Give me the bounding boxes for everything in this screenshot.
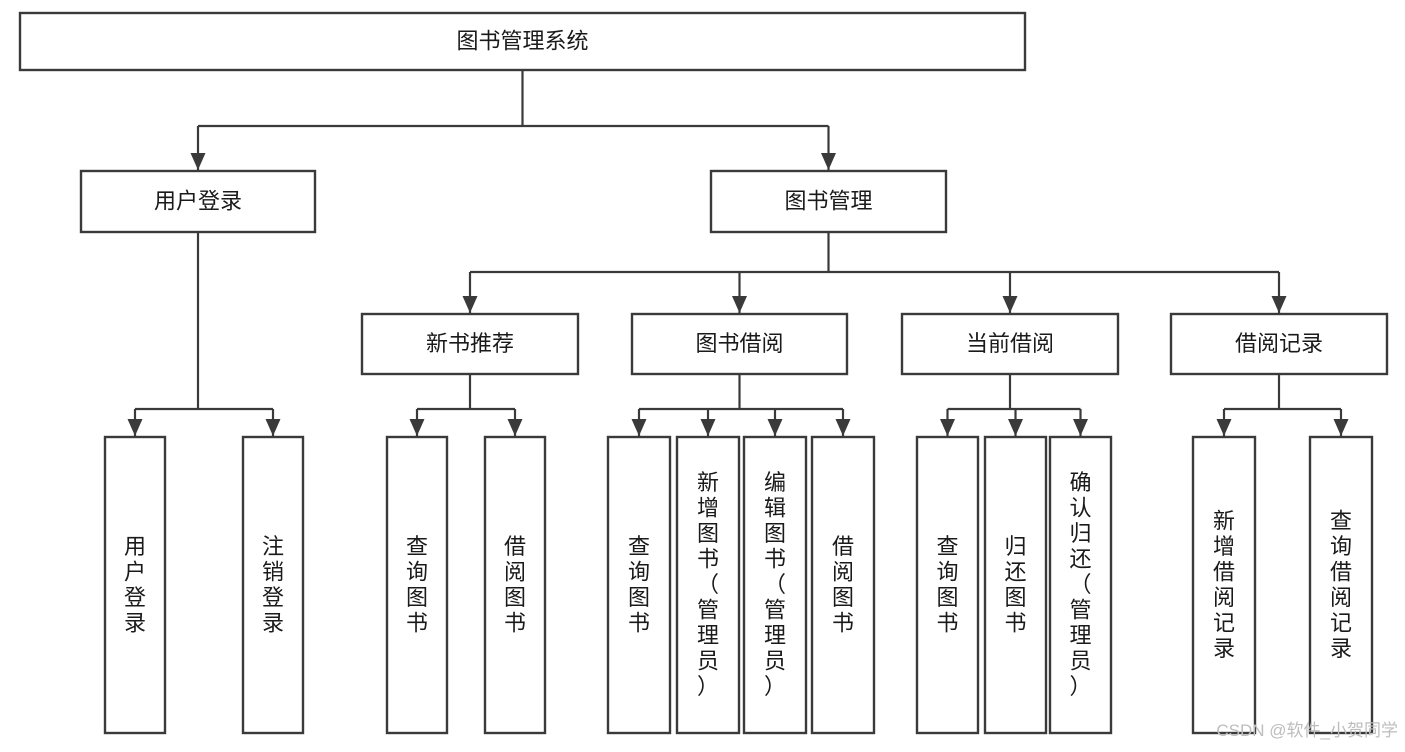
node-label: 借阅记录 (1235, 331, 1323, 356)
arrow-head-icon (1073, 419, 1088, 436)
node-level3-2[interactable]: 当前借阅 (900, 312, 1120, 376)
arrow-head-icon (700, 419, 716, 436)
arrow-head-icon (940, 419, 955, 436)
csdn-watermark: CSDN @软件_小贺同学 (1216, 721, 1398, 740)
node-level3-1[interactable]: 图书借阅 (630, 312, 849, 376)
node-level2-1[interactable]: 图书管理 (709, 169, 948, 234)
node-layer: 图书管理系统用户登录图书管理新书推荐图书借阅当前借阅借阅记录用户登录注销登录查询… (18, 11, 1389, 735)
arrow-head-icon (127, 419, 143, 436)
node-leaf-4[interactable]: 查询图书 (606, 435, 672, 735)
node-root-图书管理系统[interactable]: 图书管理系统 (18, 11, 1027, 72)
node-level2-0[interactable]: 用户登录 (79, 169, 317, 234)
connector-layer (127, 70, 1349, 436)
node-label: 归还图书 (1004, 534, 1026, 636)
node-label: 用户登录 (154, 188, 242, 213)
node-leaf-3[interactable]: 借阅图书 (483, 435, 547, 735)
arrow-head-icon (767, 419, 783, 436)
node-leaf-7[interactable]: 借阅图书 (810, 435, 876, 735)
node-label: 图书借阅 (695, 331, 783, 356)
arrow-head-icon (821, 153, 836, 170)
node-leaf-12[interactable]: 查询借阅记录 (1308, 435, 1374, 735)
arrow-head-icon (507, 419, 523, 436)
node-label: 图书管理 (784, 188, 872, 213)
arrow-head-icon (1002, 296, 1018, 313)
arrow-head-icon (409, 419, 425, 436)
node-label: 新书推荐 (426, 331, 514, 356)
arrow-head-icon (265, 419, 281, 436)
node-label: 当前借阅 (966, 331, 1054, 356)
arrow-head-icon (1008, 419, 1023, 436)
arrow-head-icon (462, 296, 478, 313)
node-label: 新增图书（管理员） (697, 470, 719, 699)
node-leaf-2[interactable]: 查询图书 (385, 435, 449, 735)
arrow-head-icon (631, 419, 647, 436)
arrow-head-icon (732, 296, 747, 313)
arrow-head-icon (1271, 296, 1287, 313)
node-label: 借阅图书 (832, 534, 854, 636)
arrow-head-icon (190, 153, 206, 170)
node-label: 用户登录 (124, 534, 146, 636)
node-label: 查询图书 (936, 534, 958, 636)
arrow-head-icon (1216, 419, 1232, 436)
node-leaf-8[interactable]: 查询图书 (915, 435, 980, 735)
node-leaf-10[interactable]: 确认归还（管理员） (1048, 435, 1113, 735)
node-level3-3[interactable]: 借阅记录 (1169, 312, 1389, 376)
node-label: 确认归还（管理员） (1069, 470, 1091, 699)
arrow-head-icon (1333, 419, 1349, 436)
arrow-head-icon (835, 419, 851, 436)
node-leaf-6[interactable]: 编辑图书（管理员） (742, 435, 808, 735)
node-label: 编辑图书（管理员） (764, 470, 786, 699)
node-label: 查询图书 (628, 534, 650, 636)
node-leaf-0[interactable]: 用户登录 (103, 435, 167, 735)
node-level3-0[interactable]: 新书推荐 (360, 312, 580, 376)
node-leaf-11[interactable]: 新增借阅记录 (1191, 435, 1257, 735)
node-leaf-1[interactable]: 注销登录 (241, 435, 305, 735)
node-label: 查询借阅记录 (1330, 508, 1352, 661)
node-label: 查询图书 (406, 534, 428, 636)
node-label: 新增借阅记录 (1213, 508, 1235, 661)
node-leaf-9[interactable]: 归还图书 (983, 435, 1048, 735)
node-label: 注销登录 (262, 534, 284, 636)
node-label: 图书管理系统 (456, 28, 588, 53)
node-leaf-5[interactable]: 新增图书（管理员） (675, 435, 741, 735)
node-label: 借阅图书 (504, 534, 526, 636)
